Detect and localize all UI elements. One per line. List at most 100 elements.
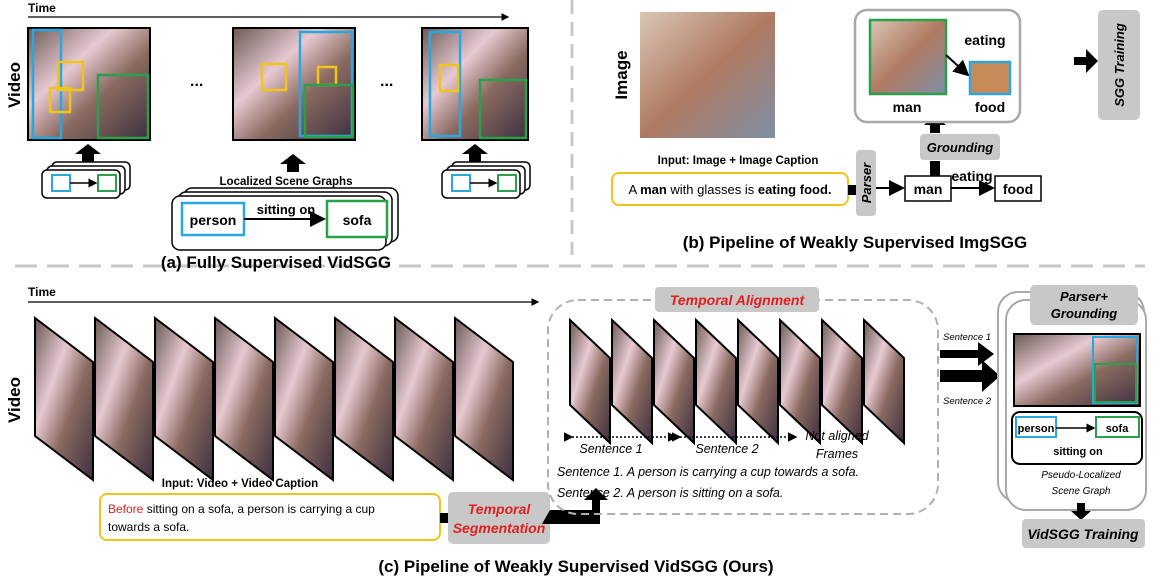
grounded-subject: man bbox=[893, 99, 922, 115]
video-frame bbox=[737, 317, 779, 446]
temporal-segmentation-label: Temporal bbox=[468, 501, 532, 517]
aligned-frame-stack bbox=[569, 317, 905, 446]
panel-b-caption: (b) Pipeline of Weakly Supervised ImgSGG bbox=[683, 233, 1028, 252]
panel-a: Time Video ... ... bbox=[5, 1, 531, 272]
pseudo-predicate: sitting on bbox=[1053, 446, 1103, 458]
panel-c-caption: (c) Pipeline of Weakly Supervised VidSGG… bbox=[378, 557, 773, 576]
ellipsis: ... bbox=[190, 73, 203, 90]
video-frame bbox=[394, 315, 454, 483]
vidsgg-training-label: VidSGG Training bbox=[1027, 526, 1139, 542]
video-frame bbox=[569, 317, 611, 446]
input-label: Input: Image + Image Caption bbox=[658, 155, 819, 167]
right-arrow-icon bbox=[1074, 49, 1098, 73]
segment-2-label: Sentence 2 bbox=[695, 442, 758, 456]
person-bbox bbox=[428, 30, 462, 138]
pseudo-label: Pseudo-Localized bbox=[1041, 470, 1121, 481]
video-frame bbox=[334, 315, 394, 483]
object-bbox bbox=[260, 62, 288, 92]
panel-a-caption: (a) Fully Supervised VidSGG bbox=[161, 253, 391, 272]
input-label: Input: Video + Video Caption bbox=[162, 478, 318, 490]
temporal-alignment-module bbox=[655, 287, 819, 312]
arrow-label-sentence-2: Sentence 2 bbox=[943, 396, 992, 407]
video-frame-stack bbox=[34, 315, 514, 483]
temporal-segmentation-label: Segmentation bbox=[453, 520, 546, 536]
image-caption-text: A man with glasses is eating food. bbox=[628, 182, 831, 197]
arrow-label-sentence-1: Sentence 1 bbox=[943, 332, 991, 343]
temporal-alignment-box bbox=[547, 299, 939, 515]
parsed-predicate: eating bbox=[951, 168, 992, 184]
video-frame bbox=[653, 317, 695, 446]
person-bbox bbox=[31, 28, 63, 140]
parser-module bbox=[856, 150, 876, 216]
parser-grounding-module bbox=[1030, 285, 1138, 325]
localized-scene-graphs-label: Localized Scene Graphs bbox=[220, 176, 353, 188]
sofa-bbox bbox=[1094, 363, 1137, 403]
object-node: sofa bbox=[343, 212, 372, 228]
small-scene-graph-stack bbox=[41, 161, 131, 199]
video-frame bbox=[695, 317, 737, 446]
parser-grounding-label: Parser+ bbox=[1060, 289, 1108, 304]
right-arrow-icon bbox=[940, 342, 994, 366]
up-arrow-icon bbox=[280, 154, 306, 172]
sentence-1-text: Sentence 1. A person is carrying a cup t… bbox=[557, 465, 859, 479]
object-bbox bbox=[438, 63, 460, 93]
video-frame-1 bbox=[27, 27, 151, 141]
pseudo-subject: person bbox=[1018, 423, 1055, 435]
time-label: Time bbox=[28, 1, 56, 15]
temporal-segmentation-module bbox=[448, 492, 550, 544]
pseudo-object: sofa bbox=[1106, 423, 1130, 435]
video-frame bbox=[34, 315, 94, 483]
sgg-training-module bbox=[1098, 10, 1140, 120]
right-arrow-icon bbox=[940, 360, 1000, 392]
parsed-subject: man bbox=[914, 181, 943, 197]
video-frame-2 bbox=[232, 27, 356, 141]
video-frame bbox=[863, 317, 905, 446]
video-frame bbox=[94, 315, 154, 483]
not-aligned-label: Frames bbox=[816, 447, 858, 461]
input-image bbox=[640, 12, 775, 138]
video-frame-3 bbox=[421, 27, 529, 141]
bent-arrow-icon bbox=[542, 488, 608, 524]
grounded-predicate: eating bbox=[964, 32, 1005, 48]
sofa-bbox bbox=[478, 78, 528, 140]
subject-node: person bbox=[190, 212, 237, 228]
image-label: Image bbox=[612, 50, 631, 99]
vidsgg-training-module bbox=[1022, 519, 1145, 548]
video-label: Video bbox=[5, 62, 24, 108]
predicate-label: sitting on bbox=[257, 202, 316, 217]
ellipsis: ... bbox=[380, 73, 393, 90]
video-frame bbox=[611, 317, 653, 446]
time-label: Time bbox=[28, 285, 56, 299]
sentence-2-text: Sentence 2. A person is sitting on a sof… bbox=[557, 486, 783, 500]
man-crop bbox=[868, 18, 948, 96]
parser-grounding-label: Grounding bbox=[1051, 306, 1117, 321]
video-label: Video bbox=[5, 377, 24, 423]
up-arrow-icon bbox=[75, 144, 101, 162]
food-crop bbox=[968, 60, 1012, 96]
down-arrow-icon bbox=[1071, 503, 1091, 520]
parser-label: Parser bbox=[859, 162, 874, 203]
pseudo-label: Scene Graph bbox=[1052, 486, 1111, 497]
up-arrow-icon bbox=[462, 144, 488, 162]
small-scene-graph-stack bbox=[441, 161, 531, 199]
video-caption-line-2: towards a sofa. bbox=[108, 520, 189, 534]
video-caption-line-1: Before sitting on a sofa, a person is ca… bbox=[108, 502, 375, 516]
not-aligned-label: Not aligned bbox=[805, 429, 869, 443]
video-frame bbox=[821, 317, 863, 446]
video-frame bbox=[454, 315, 514, 483]
localized-scene-graph: person sitting on sofa bbox=[171, 187, 399, 251]
grounding-module bbox=[920, 134, 1000, 160]
temporal-alignment-label: Temporal Alignment bbox=[670, 292, 806, 308]
sofa-bbox bbox=[303, 83, 355, 139]
video-frame bbox=[274, 315, 334, 483]
video-frame bbox=[779, 317, 821, 446]
grounding-connector bbox=[930, 161, 940, 176]
parsed-object: food bbox=[1003, 181, 1033, 197]
segment-1-label: Sentence 1 bbox=[579, 442, 642, 456]
up-arrow-icon bbox=[924, 115, 946, 133]
video-frame bbox=[214, 315, 274, 483]
object-bbox bbox=[48, 86, 72, 114]
sgg-training-label: SGG Training bbox=[1112, 23, 1127, 107]
panel-c: Time Video Input: Video + Video Caption … bbox=[5, 285, 1147, 576]
